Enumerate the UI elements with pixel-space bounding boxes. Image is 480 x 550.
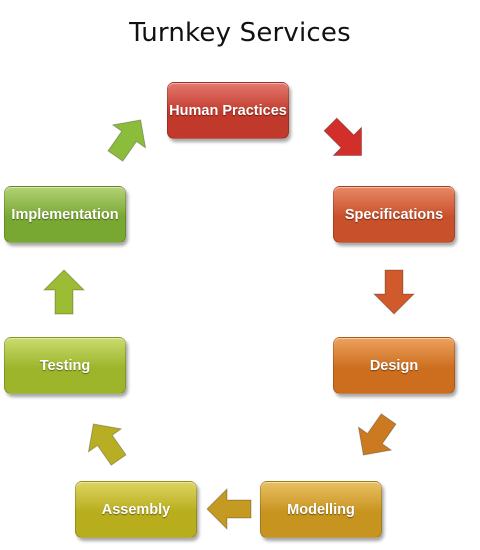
arrow-icon [357,413,397,456]
step-specifications: Specifications [333,186,455,243]
step-assembly: Assembly [75,481,197,538]
arrow-icon [42,269,86,315]
step-modelling: Modelling [260,481,382,538]
step-design: Design [333,337,455,394]
step-label: Assembly [101,501,171,518]
step-human-practices: Human Practices [167,82,289,139]
step-label: Design [369,357,419,374]
arrow-icon [372,269,416,315]
arrow-icon [107,119,147,162]
step-implementation: Implementation [4,186,126,243]
step-label: Specifications [344,206,444,223]
step-testing: Testing [4,337,126,394]
diagram-title: Turnkey Services [129,18,351,48]
step-label: Modelling [287,501,355,518]
arrow-icon [323,117,363,157]
step-label: Human Practices [169,102,287,119]
step-label: Implementation [11,206,119,223]
step-label: Testing [39,357,91,374]
arrow-icon [206,487,252,531]
arrow-icon [87,423,127,466]
